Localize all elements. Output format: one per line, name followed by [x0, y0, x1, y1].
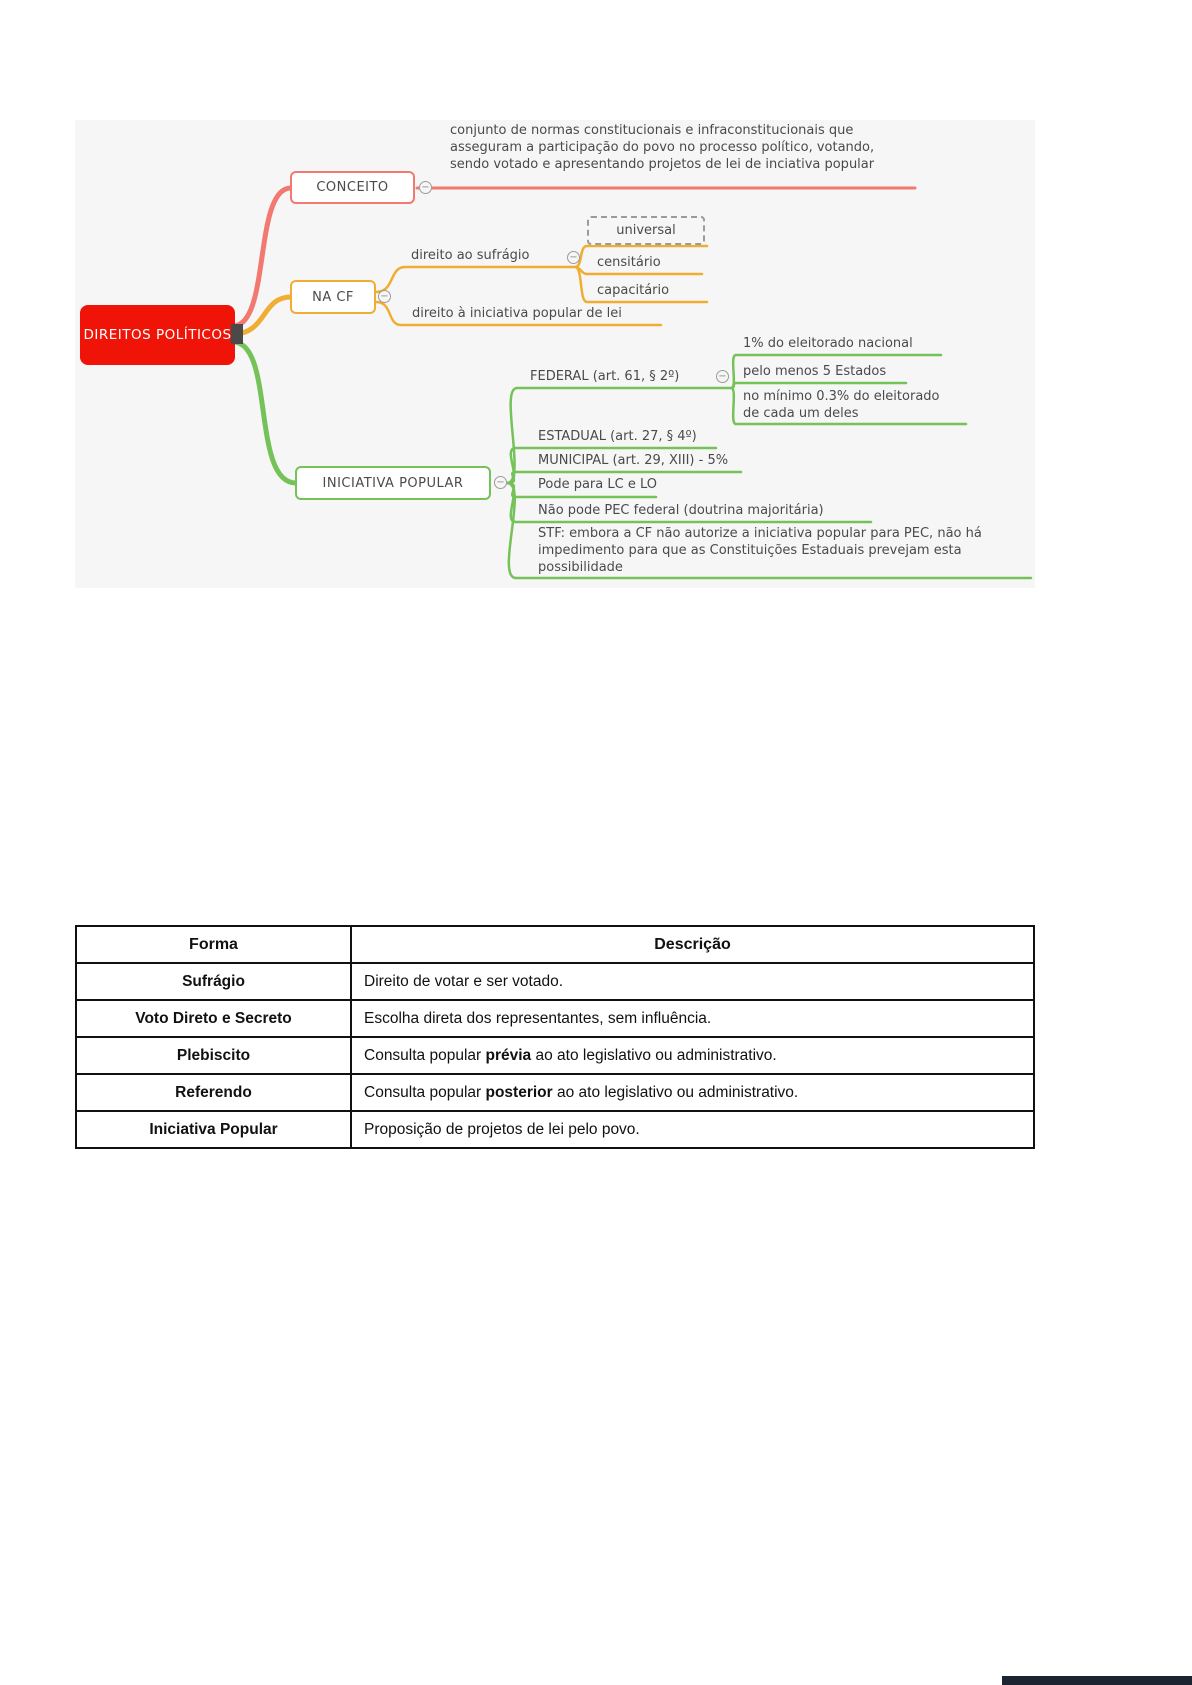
collapse-icon[interactable]: − [716, 370, 729, 383]
cell-forma: Referendo [75, 1073, 352, 1112]
node-federal: FEDERAL (art. 61, § 2º) [530, 369, 680, 384]
collapse-icon[interactable]: − [494, 476, 507, 489]
mindmap-panel: DIREITOS POLÍTICOS CONCEITO − conjunto d… [75, 120, 1035, 588]
table-row: Plebiscito Consulta popular prévia ao at… [75, 1036, 1035, 1075]
cell-descricao: Escolha direta dos representantes, sem i… [350, 999, 1035, 1038]
table-row: Sufrágio Direito de votar e ser votado. [75, 962, 1035, 1001]
node-conceito-text: conjunto de normas constitucionais e inf… [450, 123, 875, 172]
node-capacitario: capacitário [597, 283, 670, 298]
node-iniciativa-popular: INICIATIVA POPULAR [295, 466, 491, 500]
root-node-handle [231, 324, 243, 344]
node-federal-1pct: 1% do eleitorado nacional [743, 336, 913, 351]
table-row: Voto Direto e Secreto Escolha direta dos… [75, 999, 1035, 1038]
node-estadual: ESTADUAL (art. 27, § 4º) [538, 429, 697, 444]
node-direito-sufragio: direito ao sufrágio [411, 248, 530, 263]
mindmap-connectors [230, 185, 1033, 580]
formas-participacao-table: Forma Descrição Sufrágio Direito de vota… [75, 925, 1035, 1149]
collapse-icon[interactable]: − [567, 251, 580, 264]
column-header-forma: Forma [75, 925, 352, 964]
node-na-cf: NA CF [290, 280, 376, 314]
node-iniciativa-popular-lei: direito à iniciativa popular de lei [412, 306, 622, 321]
node-universal: universal [587, 216, 705, 245]
cell-forma: Plebiscito [75, 1036, 352, 1075]
cell-descricao: Consulta popular prévia ao ato legislati… [350, 1036, 1035, 1075]
table-header-row: Forma Descrição [75, 925, 1035, 964]
bottom-edge-strip [1002, 1676, 1192, 1685]
node-pode-lc-lo: Pode para LC e LO [538, 477, 657, 492]
table-row: Referendo Consulta popular posterior ao … [75, 1073, 1035, 1112]
root-node-direitos-politicos: DIREITOS POLÍTICOS [80, 305, 235, 365]
node-municipal: MUNICIPAL (art. 29, XIII) - 5% [538, 453, 729, 468]
collapse-icon[interactable]: − [419, 181, 432, 194]
cell-descricao: Proposição de projetos de lei pelo povo. [350, 1110, 1035, 1149]
table-row: Iniciativa Popular Proposição de projeto… [75, 1110, 1035, 1149]
column-header-descricao: Descrição [350, 925, 1035, 964]
collapse-icon[interactable]: − [378, 290, 391, 303]
node-conceito: CONCEITO [290, 171, 415, 204]
cell-descricao: Direito de votar e ser votado. [350, 962, 1035, 1001]
node-federal-5-estados: pelo menos 5 Estados [743, 364, 887, 379]
node-federal-03pct: no mínimo 0.3% do eleitorado de cada um … [743, 389, 940, 421]
node-stf-nota: STF: embora a CF não autorize a iniciati… [538, 526, 982, 575]
cell-forma: Iniciativa Popular [75, 1110, 352, 1149]
node-nao-pode-pec: Não pode PEC federal (doutrina majoritár… [538, 503, 824, 518]
cell-forma: Sufrágio [75, 962, 352, 1001]
cell-descricao: Consulta popular posterior ao ato legisl… [350, 1073, 1035, 1112]
node-censitario: censitário [597, 255, 661, 270]
cell-forma: Voto Direto e Secreto [75, 999, 352, 1038]
